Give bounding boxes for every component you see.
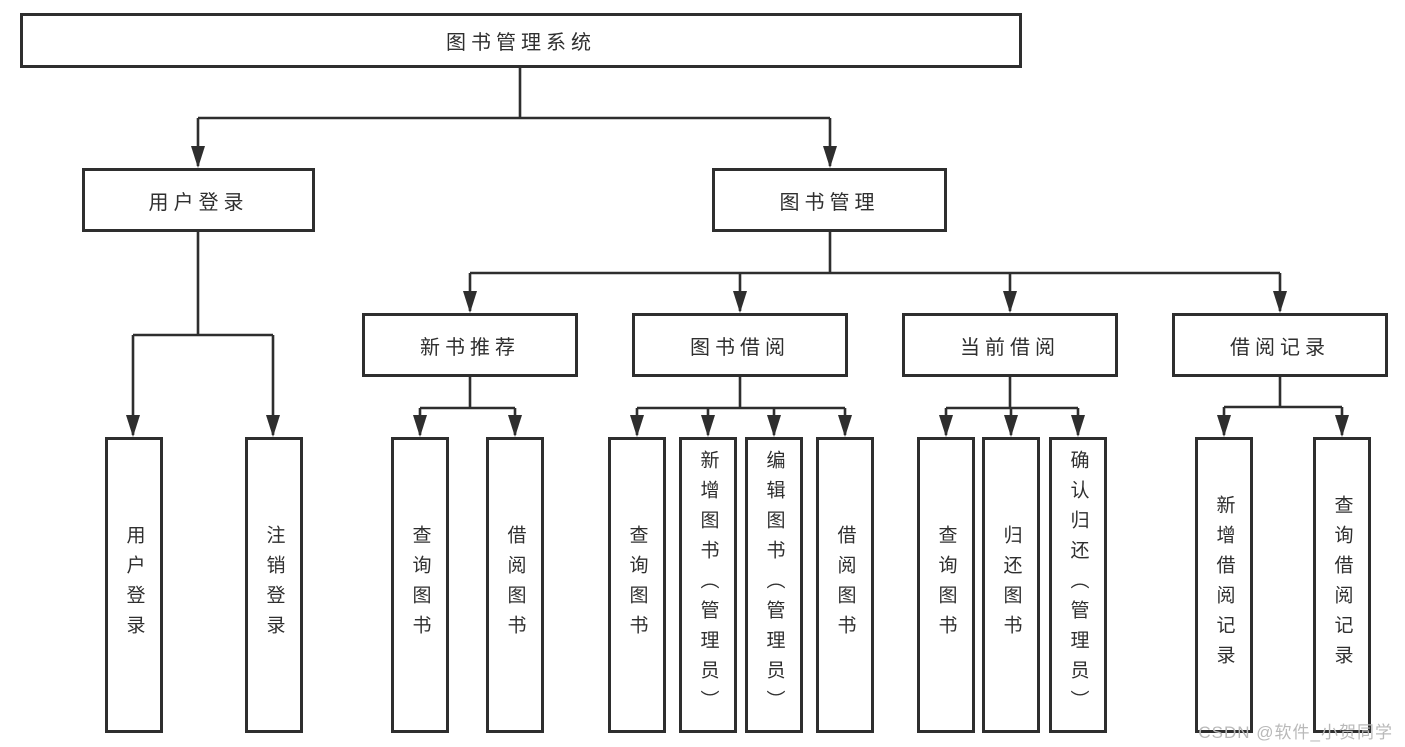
leaf-add-borrow-record: 新增借阅记录 [1195,437,1253,733]
leaf-label: 借阅图书 [834,525,856,645]
node-label: 图书管理系统 [446,32,596,54]
leaf-add-books-admin: 新增图书（管理员） [679,437,737,733]
node-label: 用户登录 [148,191,249,214]
leaf-label: 查询图书 [935,525,957,645]
leaf-label: 查询借阅记录 [1331,495,1353,675]
leaf-return-books: 归还图书 [982,437,1040,733]
node-user-login: 用户登录 [82,168,315,232]
leaf-label: 用户登录 [123,525,145,645]
node-current-borrowing: 当前借阅 [902,313,1118,377]
leaf-label: 借阅图书 [504,525,526,645]
leaf-user-login: 用户登录 [105,437,163,733]
arrowheads [126,146,1349,437]
leaf-label: 查询图书 [409,525,431,645]
leaf-query-books-recommend: 查询图书 [391,437,449,733]
watermark: CSDN @软件_小贺同学 [1198,723,1393,742]
node-label: 当前借阅 [960,336,1060,359]
node-new-book-recommendation: 新书推荐 [362,313,578,377]
leaf-borrow-books-recommend: 借阅图书 [486,437,544,733]
node-label: 新书推荐 [420,336,520,359]
leaf-label: 新增借阅记录 [1213,495,1235,675]
leaf-edit-books-admin: 编辑图书（管理员） [745,437,803,733]
leaf-label: 确认归还（管理员） [1067,450,1089,720]
leaf-label: 编辑图书（管理员） [763,450,785,720]
leaf-logout-login: 注销登录 [245,437,303,733]
node-book-management: 图书管理 [712,168,947,232]
node-borrowing-records: 借阅记录 [1172,313,1388,377]
node-label: 借阅记录 [1230,336,1330,359]
leaf-label: 查询图书 [626,525,648,645]
leaf-label: 注销登录 [263,525,285,645]
leaf-query-books-current: 查询图书 [917,437,975,733]
leaf-label: 新增图书（管理员） [697,450,719,720]
node-library-system: 图书管理系统 [20,13,1022,68]
leaf-query-books-borrow: 查询图书 [608,437,666,733]
node-label: 图书借阅 [690,336,790,359]
leaf-query-borrow-record: 查询借阅记录 [1313,437,1371,733]
leaf-label: 归还图书 [1000,525,1022,645]
node-book-borrowing: 图书借阅 [632,313,848,377]
node-label: 图书管理 [779,191,880,214]
leaf-confirm-return-admin: 确认归还（管理员） [1049,437,1107,733]
leaf-borrow-books-borrow: 借阅图书 [816,437,874,733]
